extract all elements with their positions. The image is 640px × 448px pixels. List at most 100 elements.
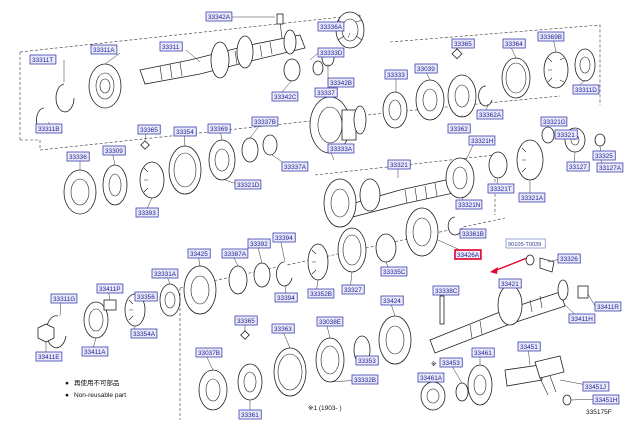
part-label-33451h[interactable]: 33451H bbox=[592, 394, 620, 405]
part-label-box bbox=[454, 249, 482, 260]
part-label-33362[interactable]: 33362 bbox=[447, 123, 471, 134]
part-label-33361b[interactable]: 33361B bbox=[459, 228, 487, 239]
part-label-33353[interactable]: 33353 bbox=[355, 355, 379, 366]
part-label-33461a[interactable]: 33461A bbox=[417, 372, 445, 383]
part-label-33354a[interactable]: 33354A bbox=[130, 328, 158, 339]
part-label-33321h[interactable]: 33321H bbox=[468, 135, 496, 146]
part-label-text: 33365 bbox=[140, 127, 158, 134]
part-label-33333[interactable]: 33333 bbox=[384, 69, 408, 80]
part-label-text: 90105-T0039 bbox=[508, 242, 541, 248]
part-label-33342b[interactable]: 33342B bbox=[327, 77, 355, 88]
part-label-33451j[interactable]: 33451J bbox=[582, 381, 610, 392]
part-label-33321a[interactable]: 33321A bbox=[518, 192, 546, 203]
part-label-33325[interactable]: 33325 bbox=[592, 150, 616, 161]
part-label-33411e[interactable]: 33411E bbox=[35, 351, 63, 362]
part-label-text: 33327 bbox=[344, 287, 362, 294]
part-label-33337a[interactable]: 33337A bbox=[281, 161, 309, 172]
part-label-33451[interactable]: 33451 bbox=[517, 341, 541, 352]
part-label-33337[interactable]: 33337 bbox=[314, 87, 338, 98]
part-label-33321[interactable]: 33321 bbox=[554, 129, 578, 140]
part-label-33321[interactable]: 33321 bbox=[387, 159, 411, 170]
part-label-33309[interactable]: 33309 bbox=[102, 145, 126, 156]
part-label-33039[interactable]: 33039 bbox=[414, 63, 438, 74]
nut-33127a bbox=[594, 133, 606, 147]
part-label-33411h[interactable]: 33411H bbox=[568, 313, 596, 324]
part-label-box bbox=[596, 162, 624, 173]
part-label-text: 33333D bbox=[320, 50, 343, 57]
part-label-33326[interactable]: 33326 bbox=[557, 253, 581, 264]
part-label-33342c[interactable]: 33342C bbox=[271, 91, 299, 102]
part-label-90105-t0039[interactable]: 90105-T0039 bbox=[505, 238, 546, 249]
part-label-33411r[interactable]: 33411R bbox=[594, 301, 622, 312]
part-label-33364[interactable]: 33364 bbox=[502, 38, 526, 49]
part-label-box bbox=[327, 143, 355, 154]
part-label-33037b[interactable]: 33037B bbox=[195, 347, 223, 358]
part-label-33311a[interactable]: 33311A bbox=[90, 44, 118, 55]
part-label-box bbox=[439, 357, 463, 368]
part-label-33321d[interactable]: 33321D bbox=[234, 179, 262, 190]
part-label-text: 33342A bbox=[208, 14, 231, 21]
part-label-33354[interactable]: 33354 bbox=[173, 126, 197, 137]
part-label-33321t[interactable]: 33321T bbox=[487, 183, 515, 194]
part-label-33426a[interactable]: 33426A bbox=[454, 249, 482, 260]
part-label-33311b[interactable]: 33311B bbox=[35, 123, 63, 134]
part-label-33365[interactable]: 33365 bbox=[234, 315, 258, 326]
part-label-33453[interactable]: 33453 bbox=[439, 357, 463, 368]
part-label-33332b[interactable]: 33332B bbox=[351, 374, 379, 385]
part-label-33336[interactable]: 33336 bbox=[66, 151, 90, 162]
part-label-33311d[interactable]: 33311D bbox=[572, 84, 600, 95]
part-label-33392[interactable]: 33392 bbox=[247, 238, 271, 249]
part-label-33336a[interactable]: 33336A bbox=[317, 21, 345, 32]
bearing-33321a bbox=[516, 139, 544, 181]
part-label-33356[interactable]: 33356 bbox=[134, 291, 158, 302]
part-label-33361[interactable]: 33361 bbox=[238, 409, 262, 420]
part-label-text: 33311B bbox=[38, 126, 60, 133]
part-label-33311t[interactable]: 33311T bbox=[29, 54, 57, 65]
part-label-33333d[interactable]: 33333D bbox=[317, 47, 345, 58]
part-label-33369[interactable]: 33369 bbox=[207, 123, 231, 134]
bearing-33461a bbox=[420, 381, 446, 411]
part-label-33352b[interactable]: 33352B bbox=[307, 288, 335, 299]
part-label-33321n[interactable]: 33321N bbox=[455, 199, 483, 210]
part-label-33333a[interactable]: 33333A bbox=[327, 143, 355, 154]
part-label-33038e[interactable]: 33038E bbox=[316, 316, 344, 327]
part-label-33311g[interactable]: 33311G bbox=[50, 293, 78, 304]
sleeve-33354 bbox=[168, 145, 202, 195]
part-label-33331a[interactable]: 33331A bbox=[151, 268, 179, 279]
part-label-33311[interactable]: 33311 bbox=[159, 41, 183, 52]
part-label-box bbox=[592, 394, 620, 405]
part-label-33411p[interactable]: 33411P bbox=[96, 283, 124, 294]
part-label-33424[interactable]: 33424 bbox=[380, 295, 404, 306]
part-label-33127[interactable]: 33127 bbox=[566, 161, 590, 172]
part-label-text: 33424 bbox=[383, 298, 401, 305]
part-label-33369b[interactable]: 33369B bbox=[537, 31, 565, 42]
part-label-box bbox=[468, 135, 496, 146]
part-label-33342a[interactable]: 33342A bbox=[205, 11, 233, 22]
part-label-33394[interactable]: 33394 bbox=[272, 232, 296, 243]
output-shaft-33421 bbox=[429, 279, 569, 354]
part-label-box bbox=[505, 238, 546, 249]
part-label-33127a[interactable]: 33127A bbox=[596, 162, 624, 173]
part-label-33387a[interactable]: 33387A bbox=[221, 248, 249, 259]
part-label-33461[interactable]: 33461 bbox=[471, 347, 495, 358]
part-label-33363[interactable]: 33363 bbox=[271, 323, 295, 334]
part-label-text: 33421 bbox=[501, 281, 519, 288]
part-label-33362a[interactable]: 33362A bbox=[476, 109, 504, 120]
ring-33321t bbox=[488, 151, 508, 179]
gear-33461 bbox=[467, 364, 493, 406]
part-label-33365[interactable]: 33365 bbox=[451, 38, 475, 49]
part-label-33335c[interactable]: 33335C bbox=[380, 266, 408, 277]
part-label-33337b[interactable]: 33337B bbox=[251, 116, 279, 127]
part-label-33338c[interactable]: 33338C bbox=[432, 285, 460, 296]
part-label-33327[interactable]: 33327 bbox=[341, 284, 365, 295]
hub-33369 bbox=[208, 139, 236, 181]
part-label-text: 33411R bbox=[597, 304, 619, 311]
part-label-33425[interactable]: 33425 bbox=[187, 248, 211, 259]
part-label-33365[interactable]: 33365 bbox=[137, 124, 161, 135]
part-label-33321g[interactable]: 33321G bbox=[540, 116, 568, 127]
part-label-33393[interactable]: 33393 bbox=[135, 207, 159, 218]
part-label-33421[interactable]: 33421 bbox=[498, 278, 522, 289]
part-label-33394[interactable]: 33394 bbox=[274, 292, 298, 303]
part-label-box bbox=[568, 313, 596, 324]
part-label-33411a[interactable]: 33411A bbox=[81, 346, 109, 357]
